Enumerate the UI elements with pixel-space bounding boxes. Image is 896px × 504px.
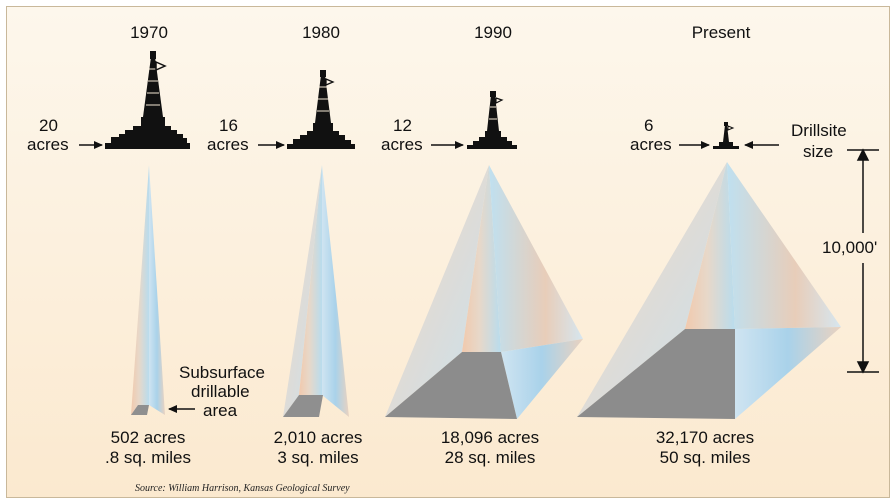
year-label-1990: 1990 [474, 23, 512, 42]
drilling-rig-1980-icon [287, 70, 355, 149]
subsurface-label-line2: drillable [191, 382, 250, 401]
drillsite-acres-1970: 20 [39, 116, 58, 135]
drilling-rig-1970-icon [105, 51, 190, 149]
drillsite-label: Drillsite [791, 121, 847, 140]
year-label-present: Present [692, 23, 751, 42]
subsurface-pyramid-1990 [385, 165, 583, 419]
subsurface-pyramid-1980 [283, 165, 349, 417]
drillsite-acres-present: 6 [644, 116, 653, 135]
year-label-1970: 1970 [130, 23, 168, 42]
drillsite-unit-1970: acres [27, 135, 69, 154]
drilling-rig-1990-icon [467, 91, 517, 149]
area-acres-1980: 2,010 acres [274, 428, 363, 447]
area-acres-present: 32,170 acres [656, 428, 754, 447]
area-sqmi-1970: .8 sq. miles [105, 448, 191, 467]
drillsite-acres-1990: 12 [393, 116, 412, 135]
figure-canvas: 1970 1980 1990 Present 20 acres [27, 23, 879, 494]
drillsite-unit-1980: acres [207, 135, 249, 154]
area-acres-1970: 502 acres [111, 428, 186, 447]
source-credit: Source: William Harrison, Kansas Geologi… [135, 483, 350, 494]
depth-dimension-icon [847, 148, 879, 374]
subsurface-pyramid-1970 [131, 165, 165, 415]
area-sqmi-1980: 3 sq. miles [277, 448, 358, 467]
subsurface-label-line3: area [203, 401, 238, 420]
drilling-footprint-figure: 1970 1980 1990 Present 20 acres [6, 6, 890, 498]
subsurface-label-line1: Subsurface [179, 363, 265, 382]
subsurface-pyramid-present [577, 162, 841, 419]
drillsite-label-size: size [803, 142, 833, 161]
drilling-rig-present-icon [713, 122, 739, 149]
drillsite-unit-1990: acres [381, 135, 423, 154]
area-sqmi-present: 50 sq. miles [660, 448, 751, 467]
drillsite-acres-1980: 16 [219, 116, 238, 135]
depth-label: 10,000' [822, 238, 877, 257]
area-acres-1990: 18,096 acres [441, 428, 539, 447]
area-sqmi-1990: 28 sq. miles [445, 448, 536, 467]
drillsite-unit-present: acres [630, 135, 672, 154]
year-label-1980: 1980 [302, 23, 340, 42]
